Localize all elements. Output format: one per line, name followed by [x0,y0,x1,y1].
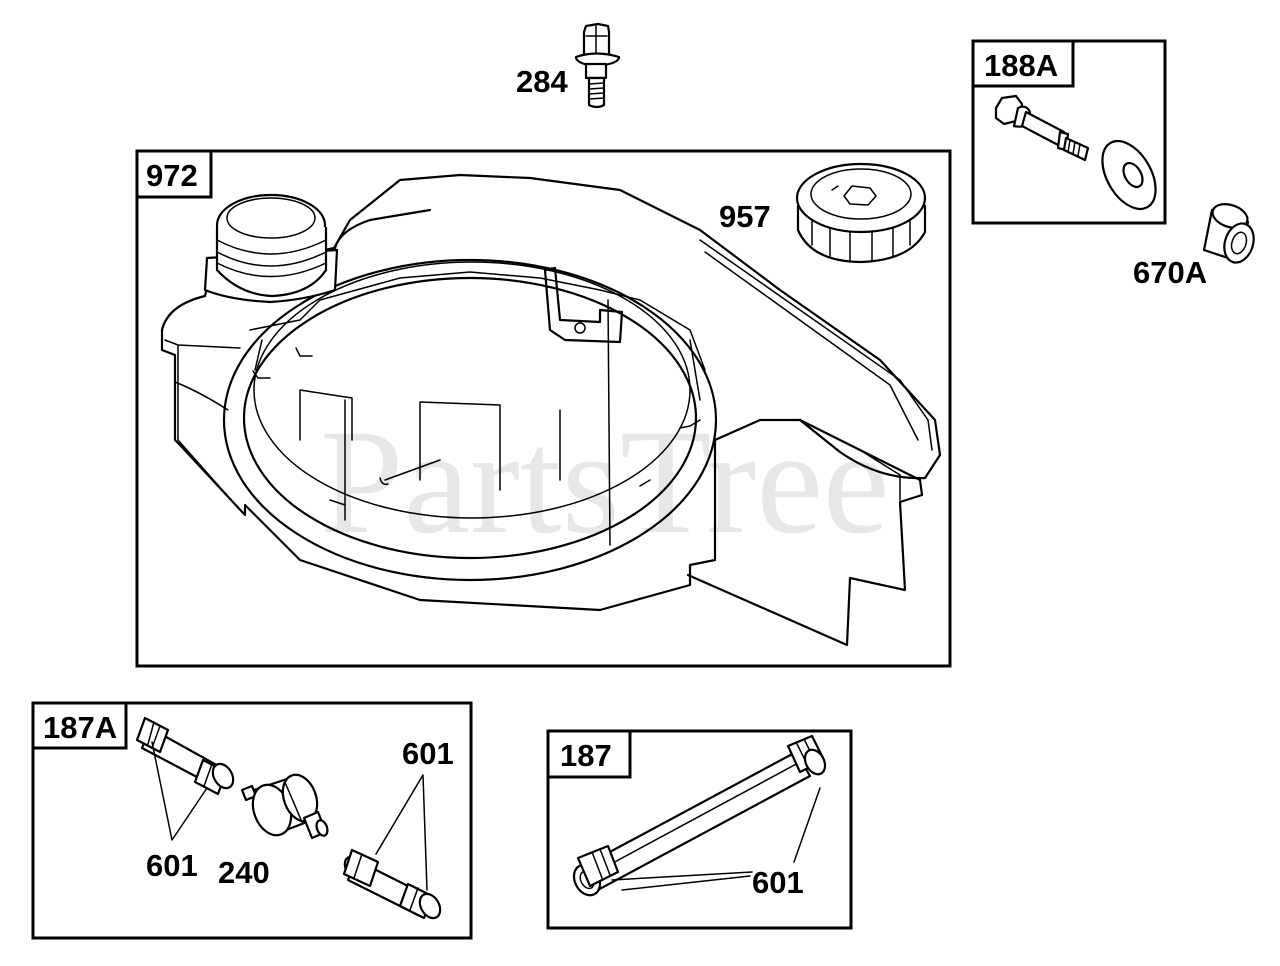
leader-601-right [375,774,428,891]
label-670A: 670A [1133,255,1207,290]
fuel-cap-957-part[interactable] [795,162,927,264]
bolt-kit-188A-tag-frame [971,39,1075,88]
fuel-filter-240-part[interactable] [240,770,329,841]
filter-kit-187A-tag: 187A [43,710,117,745]
filter-kit-187A-tag-frame [31,701,128,750]
label-601-right: 601 [402,736,454,771]
hose-kit-187-tag-frame [546,729,632,779]
short-hose-lower-part[interactable] [341,848,444,922]
label-957: 957 [719,199,771,234]
washer-part[interactable] [1091,132,1166,218]
label-240: 240 [218,855,270,890]
hose-kit-187-frame [546,729,853,930]
tank-972-frame [135,149,952,668]
bolt-284-part[interactable] [574,22,621,109]
bolt-kit-188A-tag: 188A [984,48,1058,83]
label-284: 284 [516,64,568,99]
watermark-text: PartsTree [320,399,889,565]
leader-601-left [151,741,208,841]
label-601-left: 601 [146,848,198,883]
tank-972-tag-frame [135,149,213,199]
filter-kit-187A-frame [31,701,473,940]
spacer-670A-part[interactable] [1202,200,1258,266]
short-hose-upper-part[interactable] [135,716,238,796]
fuel-tank-part[interactable] [160,173,942,647]
leader-601-hose [611,787,821,891]
long-hose-part[interactable] [569,734,829,900]
label-601-hose: 601 [752,865,804,900]
tank-972-tag: 972 [146,158,198,193]
shoulder-bolt-part[interactable] [994,94,1090,162]
hose-kit-187-tag: 187 [560,738,612,773]
